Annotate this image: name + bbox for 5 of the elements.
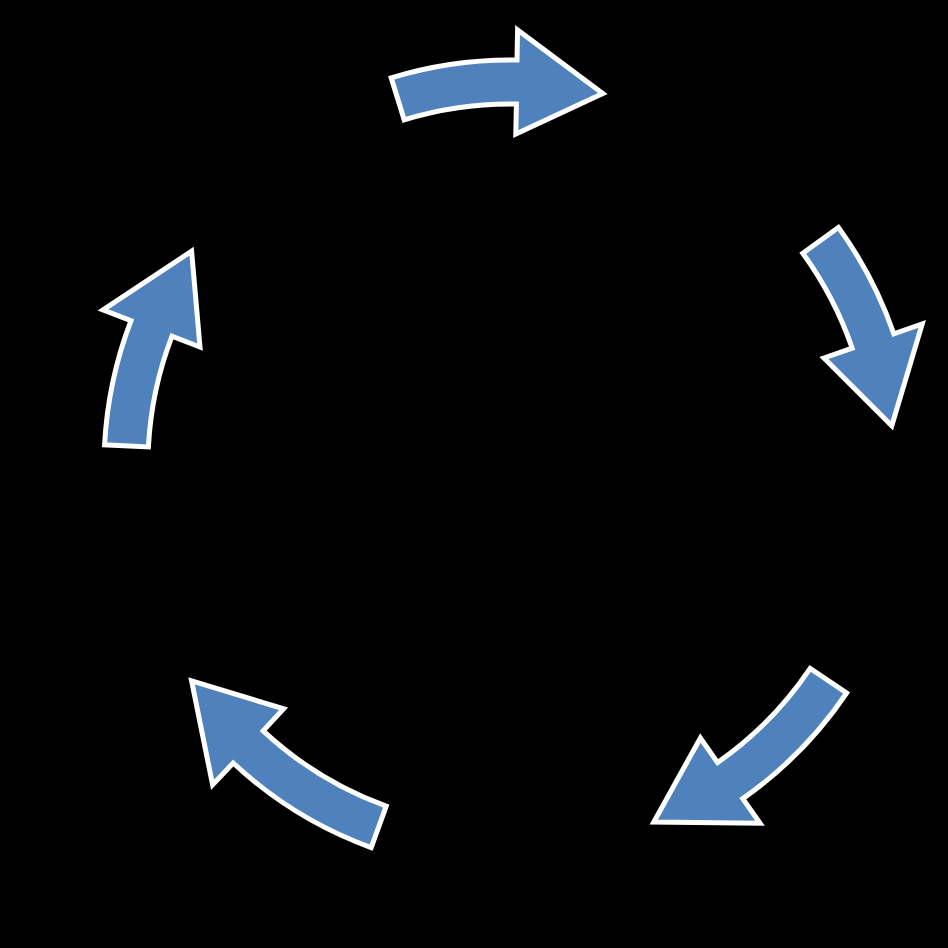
curved-arrow (388, 27, 606, 137)
curved-arrow (100, 248, 203, 450)
curved-arrow (651, 665, 850, 826)
curved-arrow (800, 224, 925, 429)
curved-arrow (189, 678, 389, 851)
